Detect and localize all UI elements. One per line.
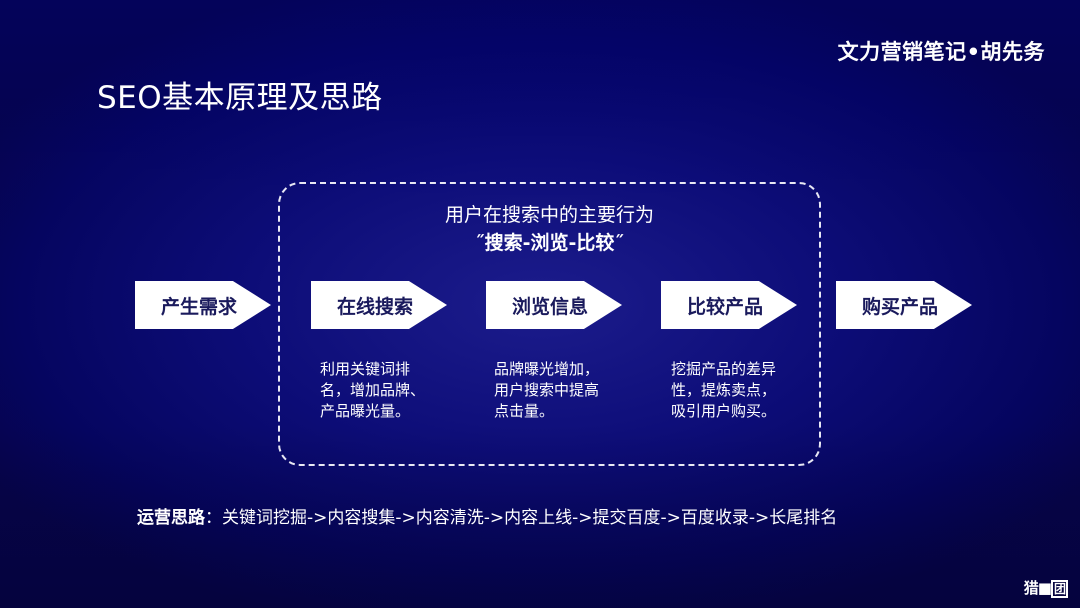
heading-line-2: ˝搜索-浏览-比较˝ xyxy=(475,232,624,254)
step-desc-search: 利用关键词排名，增加品牌、产品曝光量。 xyxy=(320,360,426,420)
user-behavior-heading: 用户在搜索中的主要行为 ˝搜索-浏览-比较˝ xyxy=(278,201,821,257)
step-desc-browse: 品牌曝光增加，用户搜索中提高点击量。 xyxy=(494,360,600,420)
operations-colon: ： xyxy=(205,508,222,528)
user-behavior-dashed-box xyxy=(278,182,821,466)
step-label: 比较产品 xyxy=(686,295,763,318)
step-label: 浏览信息 xyxy=(511,295,588,318)
step-arrow-purchase: 购买产品 xyxy=(836,281,972,329)
operations-steps: 关键词挖掘->内容搜集->内容清洗->内容上线->提交百度->百度收录->长尾排… xyxy=(222,508,838,528)
step-desc-compare: 挖掘产品的差异性，提炼卖点，吸引用户购买。 xyxy=(671,360,777,420)
logo-mid: ■ xyxy=(1037,579,1052,597)
operations-label: 运营思路 xyxy=(137,508,205,528)
step-label: 产生需求 xyxy=(160,295,237,318)
brand-caption: 文力营销笔记•胡先务 xyxy=(837,40,1045,64)
logo-text: 猎 xyxy=(1023,579,1039,597)
operations-flow: 运营思路：关键词挖掘->内容搜集->内容清洗->内容上线->提交百度->百度收录… xyxy=(137,503,837,528)
page-title: SEO基本原理及思路 xyxy=(97,80,383,116)
watermark-logo: 猎■团 xyxy=(1024,577,1068,598)
heading-line-1: 用户在搜索中的主要行为 xyxy=(444,204,654,226)
logo-boxed: 团 xyxy=(1050,580,1068,598)
step-arrow-demand: 产生需求 xyxy=(135,281,271,329)
step-label: 购买产品 xyxy=(861,295,938,318)
step-label: 在线搜索 xyxy=(336,295,413,318)
